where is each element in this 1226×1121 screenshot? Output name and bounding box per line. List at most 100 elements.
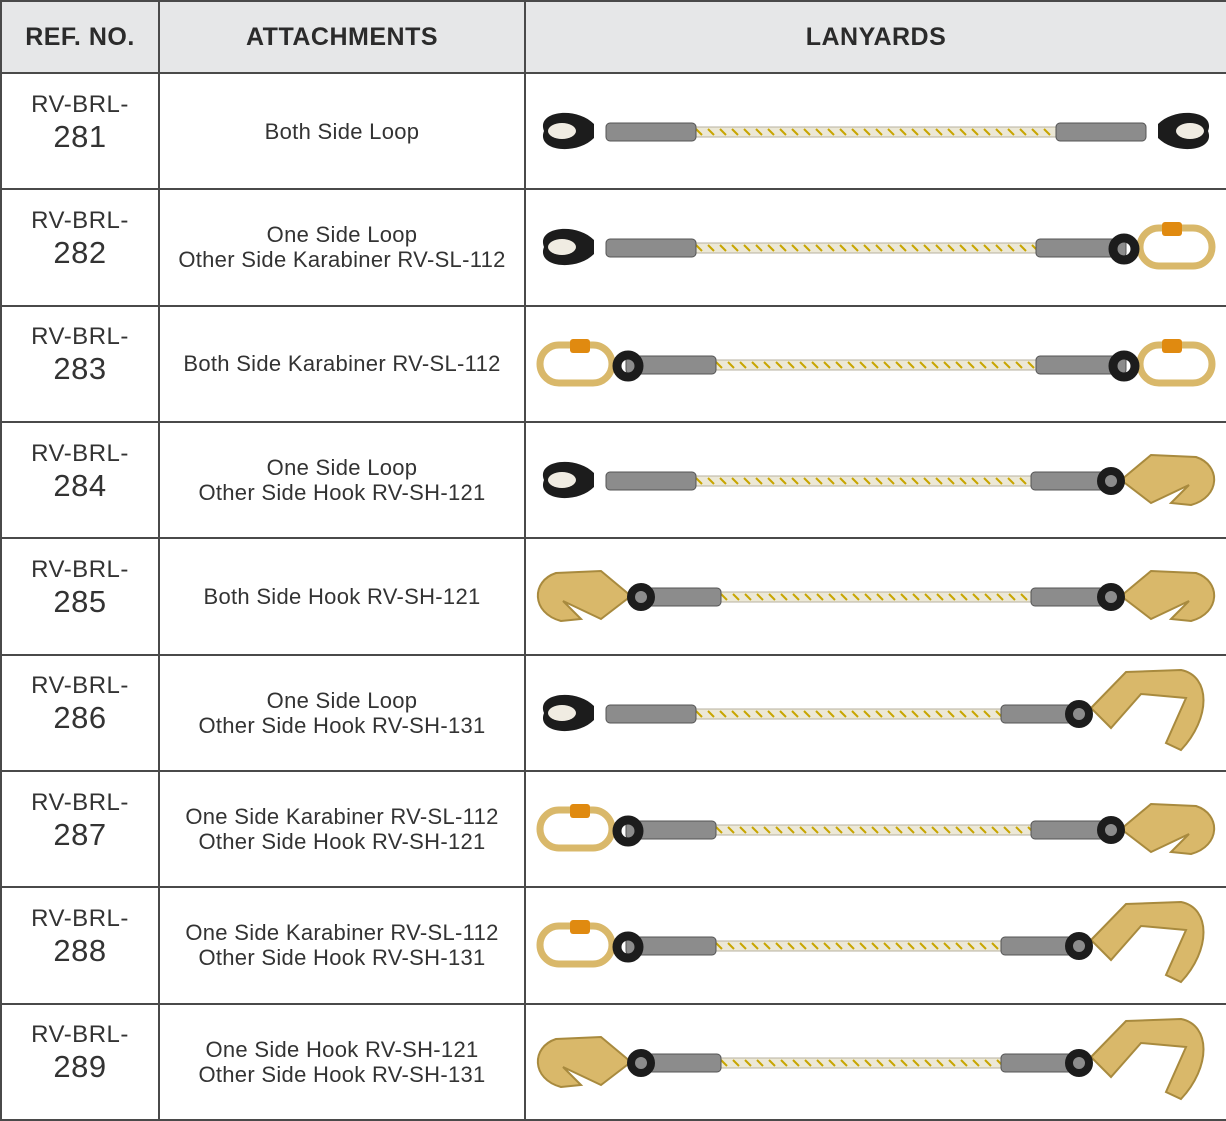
ref-number: 282 [53,234,107,270]
ref-number: 287 [53,816,107,852]
lanyard-cell [524,1002,1226,1121]
ref-no-cell: RV-BRL-281 [0,71,160,191]
lanyard-image [542,668,1205,752]
sewn-sleeve [605,122,697,142]
lanyard-image [536,338,1216,387]
ref-number: 283 [53,351,107,387]
lanyard-image [536,803,1216,856]
ref-prefix: RV-BRL- [31,672,129,700]
ref-prefix: RV-BRL- [31,323,129,351]
attachment-line-2: Other Side Hook RV-SH-121 [198,480,486,506]
attachment-line-2: Other Side Hook RV-SH-131 [198,1061,486,1087]
attachments-header: ATTACHMENTS [158,0,526,74]
karabiner-end [536,338,644,387]
snap-hook-end [536,570,655,623]
ref-no-header: REF. NO. [0,0,160,74]
ref-no-cell: RV-BRL-285 [0,537,160,656]
rope [605,126,1147,138]
ref-prefix: RV-BRL- [31,90,129,118]
attachment-line-2: Other Side Hook RV-SH-131 [198,712,486,738]
attachment-line-1: One Side Karabiner RV-SL-112 [185,804,499,830]
attachments-cell: Both Side Karabiner RV-SL-112 [158,304,526,423]
attachment-line-1: Both Side Karabiner RV-SL-112 [183,351,501,377]
ref-number: 286 [53,700,107,736]
ref-no-cell: RV-BRL-288 [0,886,160,1005]
lanyard-image [536,1017,1205,1101]
karabiner-end [1108,338,1216,387]
lanyard-image [536,570,1216,623]
ref-number: 289 [53,1049,107,1085]
loop-end [542,694,594,731]
ref-no-cell: RV-BRL-286 [0,653,160,772]
sewn-sleeve [1035,355,1127,375]
header-row: REF. NO. ATTACHMENTS LANYARDS [0,0,1226,74]
rope [605,242,1127,254]
loop-end [542,462,594,499]
loop-end [542,113,594,150]
attachment-line-1: One Side Loop [266,687,418,713]
loop-end [542,229,594,266]
ref-no-cell: RV-BRL-287 [0,769,160,889]
snap-hook-end [1097,803,1216,856]
scaffold-hook-end [1065,901,1205,984]
sewn-sleeve [1055,122,1147,142]
attachment-line-1: One Side Loop [266,455,418,481]
ref-prefix: RV-BRL- [31,1021,129,1049]
attachments-cell: Both Side Loop [158,71,526,191]
ref-prefix: RV-BRL- [31,206,129,234]
ref-number: 288 [53,932,107,968]
karabiner-end [536,920,644,968]
ref-no-cell: RV-BRL-283 [0,304,160,423]
lanyards-header: LANYARDS [524,0,1226,74]
attachment-line-1: One Side Hook RV-SH-121 [205,1036,479,1062]
sewn-sleeve [605,471,697,491]
ref-no-cell: RV-BRL-282 [0,188,160,307]
lanyard-cell [524,886,1226,1005]
karabiner-end [1108,222,1216,270]
sewn-sleeve [625,820,717,840]
ref-prefix: RV-BRL- [31,788,129,816]
lanyard-image [542,113,1210,150]
table-row: RV-BRL-283 Both Side Karabiner RV-SL-112 [0,304,1226,423]
sewn-sleeve [605,238,697,258]
sewn-sleeve [1035,238,1127,258]
karabiner-end [536,804,644,852]
attachment-line-1: One Side Loop [266,222,418,248]
snap-hook-end [536,1035,655,1088]
ref-no-cell: RV-BRL-284 [0,420,160,540]
ref-number: 281 [53,118,107,154]
attachment-line-1: One Side Karabiner RV-SL-112 [185,920,499,946]
lanyard-image [542,222,1216,270]
lanyard-image [536,901,1205,984]
ref-number: 284 [53,467,107,503]
ref-prefix: RV-BRL- [31,904,129,932]
attachments-cell: Both Side Hook RV-SH-121 [158,537,526,656]
scaffold-hook-end [1065,1017,1205,1101]
lanyard-cell [524,769,1226,889]
attachment-line-2: Other Side Karabiner RV-SL-112 [178,247,506,273]
ref-prefix: RV-BRL- [31,555,129,583]
snap-hook-end [1097,454,1216,507]
lanyard-cell [524,537,1226,656]
loop-end [1158,113,1210,150]
lanyard-image [542,454,1216,507]
ref-prefix: RV-BRL- [31,439,129,467]
lanyard-cell [524,653,1226,772]
table-row: RV-BRL-281 Both Side Loop [0,71,1226,191]
lanyard-cell [524,71,1226,191]
attachment-line-1: Both Side Loop [264,118,420,144]
snap-hook-end [1097,570,1216,623]
